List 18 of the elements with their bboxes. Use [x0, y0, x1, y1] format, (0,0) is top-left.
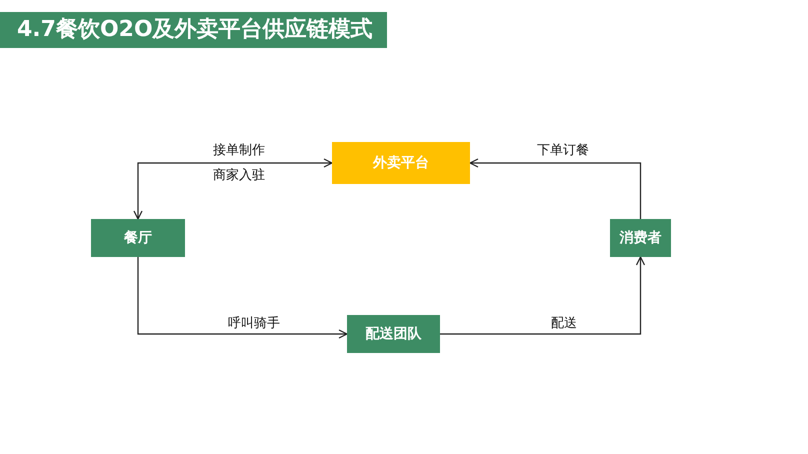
edge-label: 接单制作: [211, 142, 267, 159]
edge-label: 呼叫骑手: [226, 315, 282, 332]
node-label: 外卖平台: [373, 154, 429, 172]
edge-label: 下单订餐: [535, 142, 591, 159]
node-label: 餐厅: [124, 229, 152, 247]
process-box: [347, 315, 440, 353]
flow-label: 商家入驻: [211, 167, 267, 184]
node-label: 配送团队: [366, 325, 422, 343]
arrow: [137, 257, 348, 339]
arrow: [133, 158, 333, 220]
arrow: [469, 158, 642, 219]
arrow: [440, 256, 646, 335]
process-box: [332, 142, 470, 184]
title-banner: 4.7餐饮O2O及外卖平台供应链模式: [0, 12, 387, 48]
edge-label: 配送: [549, 315, 579, 332]
process-box: [91, 219, 185, 257]
process-box: [610, 219, 671, 257]
node-label: 消费者: [620, 229, 662, 247]
